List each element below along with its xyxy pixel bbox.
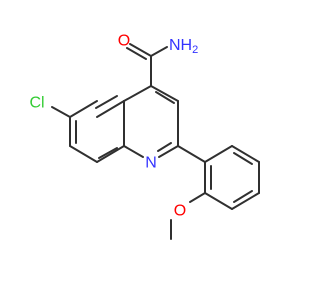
bond (98, 147, 118, 159)
bond (158, 145, 179, 158)
carbonyl-oxygen-label: O (118, 33, 130, 50)
amide-nitrogen-subscript: 2 (192, 44, 198, 56)
amide-nitrogen-label: NH2 (169, 37, 198, 57)
bond (233, 190, 253, 203)
chemical-structure: N NH2 O O Cl (29, 33, 260, 240)
bond (150, 85, 179, 102)
bond (95, 95, 118, 109)
bond (204, 145, 233, 163)
bond (123, 145, 144, 158)
bond (177, 145, 206, 163)
bond (157, 142, 172, 152)
bond (231, 145, 260, 163)
bond (155, 91, 175, 104)
ring-nitrogen-label: N (145, 155, 157, 172)
bond (129, 43, 152, 57)
bond (96, 145, 125, 163)
bond (126, 47, 147, 60)
bond (204, 192, 233, 210)
atom-labels: N NH2 O O Cl (29, 33, 198, 220)
bond (51, 106, 71, 118)
bond (96, 100, 125, 118)
bond (233, 152, 253, 165)
bond (69, 145, 98, 163)
bond (231, 192, 260, 210)
amide-nitrogen-text: NH (169, 37, 192, 54)
bond (69, 100, 98, 118)
bonds (51, 43, 260, 240)
chlorine-label: Cl (29, 95, 44, 112)
bond (150, 46, 168, 57)
methoxy-oxygen-label: O (174, 203, 186, 220)
bond (123, 85, 152, 102)
bond (189, 192, 206, 203)
